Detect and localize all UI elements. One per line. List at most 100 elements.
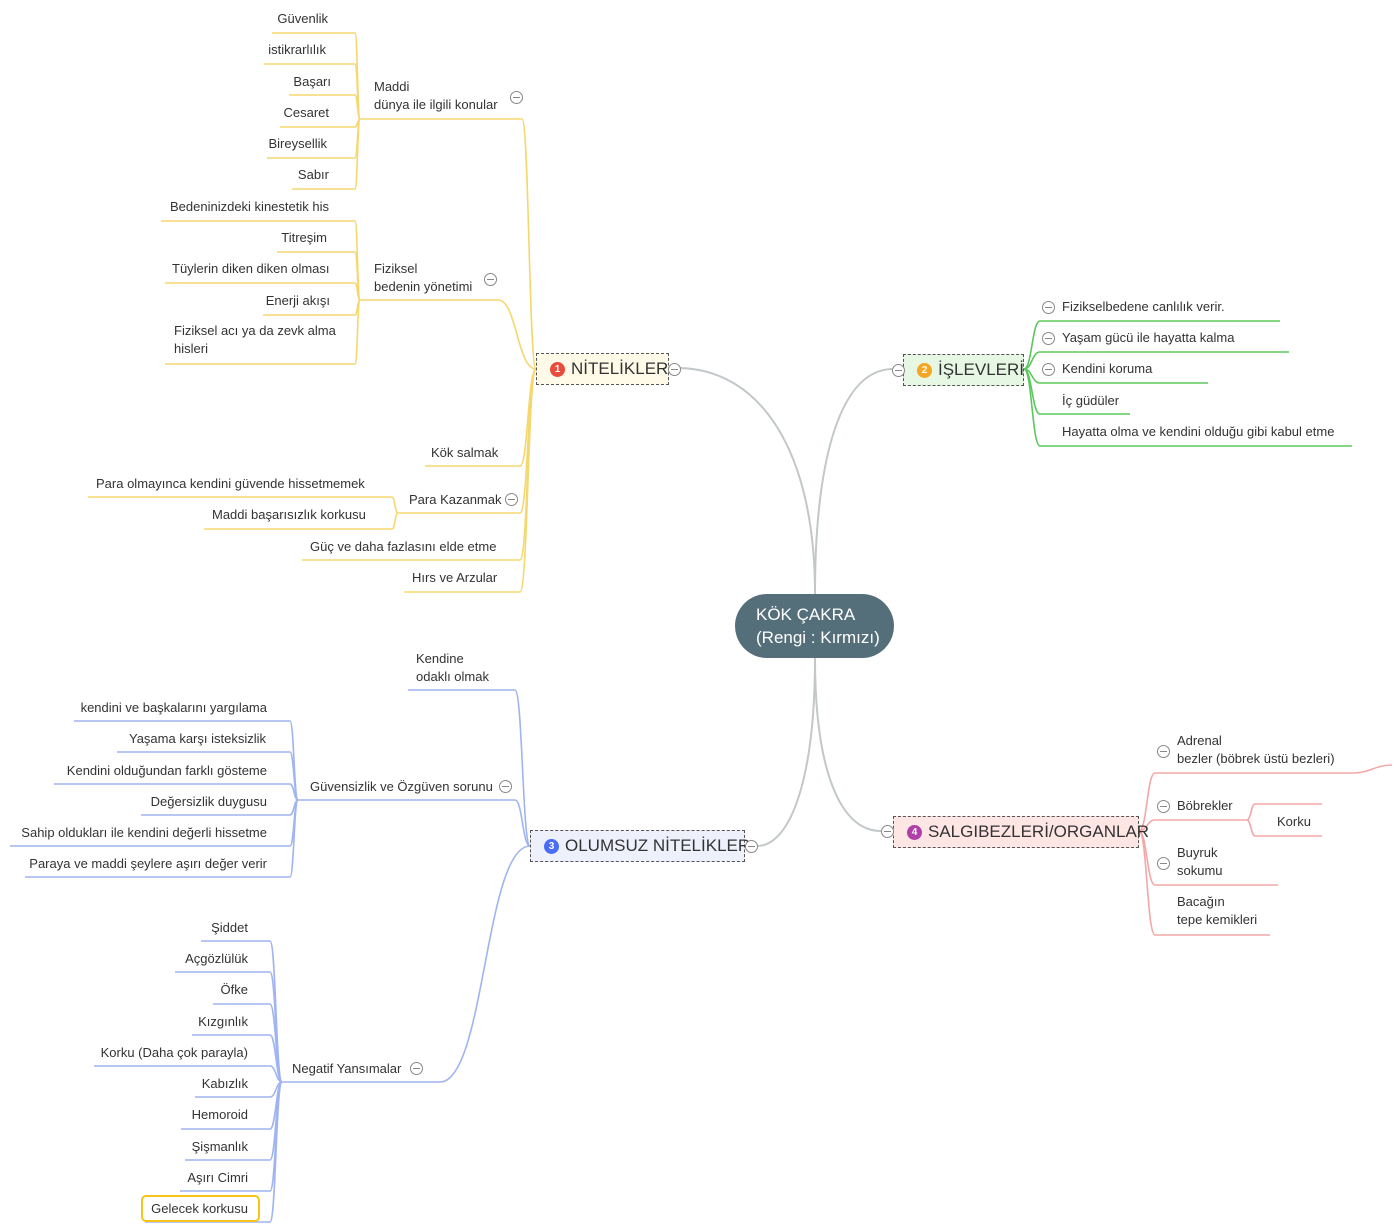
- collapse-icon[interactable]: [1157, 745, 1170, 758]
- leaf-item[interactable]: Para olmayınca kendini güvende hissetmem…: [96, 476, 365, 491]
- leaf-item[interactable]: Enerji akışı: [265, 293, 330, 308]
- leaf-connector: [165, 282, 361, 301]
- subtopic-bobrekler[interactable]: Böbrekler: [1177, 798, 1233, 813]
- leaf-item[interactable]: kendini ve başkalarını yargılama: [80, 700, 267, 715]
- main-topic-islevleri[interactable]: 2 İŞLEVLERİ: [903, 354, 1024, 386]
- leaf-item[interactable]: Hemoroid: [191, 1107, 248, 1122]
- leaf-item[interactable]: Bedeninizdeki kinestetik his: [170, 199, 329, 214]
- leaf-connector: [25, 799, 299, 878]
- main-topic-label: NİTELİKLER: [571, 359, 669, 378]
- leaf-connector: [1246, 803, 1322, 821]
- leaf-item[interactable]: Fizikselbedene canlılık verir.: [1062, 299, 1225, 314]
- collapse-icon[interactable]: [668, 363, 681, 376]
- leaf-item-selected[interactable]: Gelecek korkusu: [151, 1201, 248, 1216]
- leaf-item[interactable]: Tüylerin diken diken olması: [172, 261, 330, 276]
- leaf-item[interactable]: Kabızlık: [201, 1076, 248, 1091]
- subtopic-bacagin[interactable]: Bacağın tepe kemikleri: [1177, 894, 1258, 927]
- leaf-item[interactable]: İç güdüler: [1062, 393, 1120, 408]
- collapse-icon[interactable]: [1042, 363, 1055, 376]
- leaf-item[interactable]: Titreşim: [281, 230, 327, 245]
- subtopic-negatif-yansimalar[interactable]: Negatif Yansımalar: [292, 1061, 402, 1076]
- leaf-connector: [1352, 764, 1393, 774]
- number-badge-2: 2: [917, 363, 932, 378]
- collapse-icon[interactable]: [410, 1062, 423, 1075]
- collapse-icon[interactable]: [745, 840, 758, 853]
- leaf-connector: [145, 1081, 283, 1223]
- main-topic-label: İŞLEVLERİ: [938, 360, 1024, 379]
- leaf-item[interactable]: Cesaret: [283, 105, 329, 120]
- number-badge-4: 4: [907, 825, 922, 840]
- leaf-connector: [1138, 772, 1353, 832]
- leaf-item[interactable]: Yaşam gücü ile hayatta kalma: [1062, 330, 1235, 345]
- selected-node-highlight: [141, 1195, 260, 1222]
- subtopic-kok-salmak[interactable]: Kök salmak: [431, 445, 499, 460]
- collapse-icon[interactable]: [499, 780, 512, 793]
- number-badge-3: 3: [544, 839, 559, 854]
- leaf-connector: [165, 299, 361, 365]
- leaf-connector: [1138, 819, 1247, 832]
- leaf-connector: [94, 1065, 283, 1083]
- leaf-item[interactable]: Sahip oldukları ile kendini değerli hiss…: [21, 825, 267, 840]
- leaf-item[interactable]: Başarı: [293, 74, 331, 89]
- leaf-connector: [1023, 368, 1352, 447]
- collapse-icon[interactable]: [1157, 857, 1170, 870]
- subtopic-fiziksel[interactable]: Fiziksel bedenin yönetimi: [374, 261, 473, 294]
- number-badge-1: 1: [550, 362, 565, 377]
- subtopic-buyruk[interactable]: Buyruk sokumu: [1177, 845, 1223, 878]
- collapse-icon[interactable]: [510, 91, 523, 104]
- main-topic-salgibezleri-organlar[interactable]: 4 SALGIBEZLERİ/ORGANLAR: [893, 816, 1149, 848]
- collapse-icon[interactable]: [484, 273, 497, 286]
- leaf-connector: [360, 299, 537, 370]
- leaf-connector: [282, 845, 531, 1083]
- collapse-icon[interactable]: [881, 825, 894, 838]
- collapse-icon[interactable]: [1042, 332, 1055, 345]
- leaf-item[interactable]: Kızgınlık: [198, 1014, 248, 1029]
- leaf-item[interactable]: Hayatta olma ve kendini olduğu gibi kabu…: [1062, 424, 1335, 439]
- leaf-item[interactable]: Kendini koruma: [1062, 361, 1153, 376]
- leaf-connector: [1023, 351, 1289, 370]
- main-topic-label: OLUMSUZ NİTELİKLER: [565, 836, 751, 855]
- leaf-item[interactable]: Değersizlik duygusu: [150, 794, 267, 809]
- leaf-item[interactable]: Şişmanlık: [191, 1139, 248, 1154]
- leaf-item[interactable]: Sabır: [297, 167, 329, 182]
- leaf-connector: [54, 783, 299, 801]
- leaf-item[interactable]: Korku: [1277, 814, 1311, 829]
- leaf-item[interactable]: istikrarlılık: [268, 42, 326, 57]
- leaf-item[interactable]: Güvenlik: [277, 11, 328, 26]
- leaf-item[interactable]: Paraya ve maddi şeylere aşırı değer veri…: [29, 856, 267, 871]
- leaf-item[interactable]: Kendini olduğundan farklı gösteme: [66, 763, 267, 778]
- leaf-item[interactable]: Yaşama karşı isteksizlik: [128, 731, 266, 746]
- central-topic[interactable]: KÖK ÇAKRA (Rengi : Kırmızı): [735, 594, 894, 658]
- subtopic-guvensizlik[interactable]: Güvensizlik ve Özgüven sorunu: [310, 779, 493, 794]
- main-topic-nitelikler[interactable]: 1 NİTELİKLER: [536, 353, 669, 385]
- collapse-icon[interactable]: [892, 364, 905, 377]
- main-topic-label: SALGIBEZLERİ/ORGANLAR: [928, 822, 1150, 841]
- main-topic-olumsuz-nitelikler[interactable]: 3 OLUMSUZ NİTELİKLER: [530, 830, 750, 862]
- subtopic-adrenal[interactable]: Adrenal bezler (böbrek üstü bezleri): [1177, 733, 1335, 766]
- collapse-icon[interactable]: [1042, 301, 1055, 314]
- leaf-item[interactable]: Fiziksel acı ya da zevk alma hisleri: [174, 323, 336, 356]
- leaf-connector: [1023, 320, 1280, 370]
- trunk-line: [679, 367, 816, 595]
- collapse-icon[interactable]: [505, 493, 518, 506]
- leaf-connector: [404, 368, 537, 593]
- leaf-item[interactable]: Öfke: [220, 982, 248, 997]
- leaf-item[interactable]: Açgözlülük: [185, 951, 248, 966]
- leaf-item[interactable]: Şiddet: [211, 920, 248, 935]
- subtopic-guc[interactable]: Güç ve daha fazlasını elde etme: [310, 539, 497, 554]
- leaf-item[interactable]: Maddi başarısızlık korkusu: [212, 507, 366, 522]
- subtopic-para-kazanmak[interactable]: Para Kazanmak: [409, 492, 502, 507]
- leaf-connector: [192, 1034, 283, 1083]
- leaf-connector: [292, 118, 361, 190]
- leaf-item[interactable]: Bireysellik: [268, 136, 327, 151]
- trunk-line: [814, 368, 893, 595]
- leaf-item[interactable]: Korku (Daha çok parayla): [100, 1045, 248, 1060]
- collapse-icon[interactable]: [1157, 800, 1170, 813]
- subtopic-hirs[interactable]: Hırs ve Arzular: [412, 570, 498, 585]
- leaf-connector: [1138, 830, 1270, 936]
- leaf-item[interactable]: Aşırı Cimri: [187, 1170, 248, 1185]
- subtopic-kendine-odakli[interactable]: Kendine odaklı olmak: [416, 651, 489, 684]
- subtopic-maddi[interactable]: Maddi dünya ile ilgili konular: [374, 79, 498, 112]
